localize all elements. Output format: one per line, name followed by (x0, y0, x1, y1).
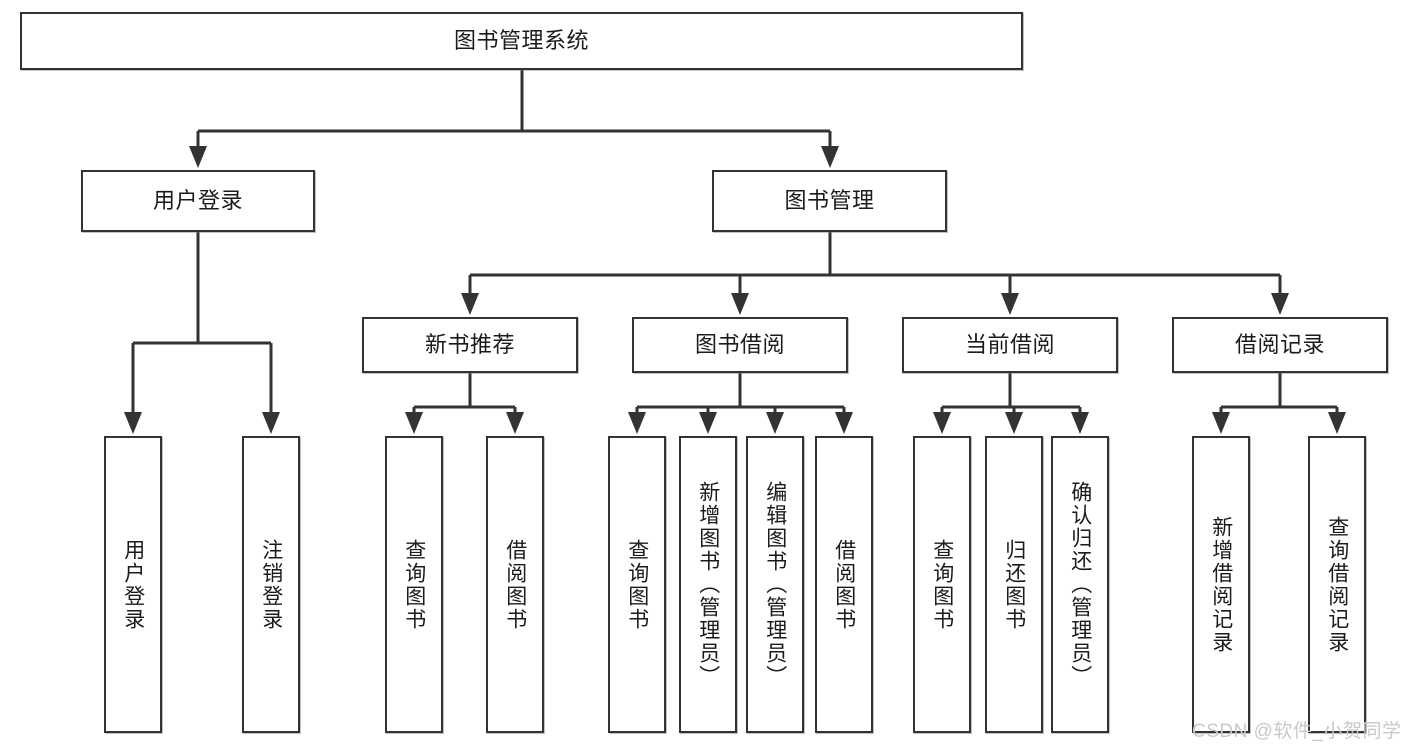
node-label: 新增借阅记录 (1209, 515, 1233, 654)
node-label: 编辑图书（管理员） (763, 481, 787, 688)
edge-arrowhead (1328, 412, 1346, 434)
edge-arrowhead (821, 146, 839, 168)
node-label: 新书推荐 (424, 332, 515, 358)
node-leaf-confirm-return[interactable]: 确认归还（管理员） (1051, 436, 1109, 733)
node-leaf-user-logout[interactable]: 注销登录 (242, 436, 300, 733)
edge-arrowhead (1071, 412, 1089, 434)
node-label: 借阅记录 (1234, 332, 1325, 358)
node-label: 借阅图书 (832, 538, 856, 631)
edge-arrowhead (189, 146, 207, 168)
node-label: 图书管理系统 (453, 28, 589, 54)
node-book-borrow[interactable]: 图书借阅 (632, 317, 848, 373)
node-label: 图书借阅 (694, 332, 785, 358)
node-label: 新增图书（管理员） (696, 481, 720, 688)
edge-arrowhead (1271, 293, 1289, 315)
node-leaf-return-book[interactable]: 归还图书 (985, 436, 1043, 733)
edge-arrowhead (262, 412, 280, 434)
node-label: 查询图书 (930, 538, 954, 631)
watermark: CSDN @软件_小贺同学 (1192, 721, 1402, 742)
edge-arrowhead (1005, 412, 1023, 434)
node-label: 图书管理 (784, 188, 875, 214)
edge-arrowhead (835, 412, 853, 434)
node-user-login[interactable]: 用户登录 (81, 170, 315, 232)
node-leaf-add-record[interactable]: 新增借阅记录 (1192, 436, 1250, 733)
node-label: 用户登录 (121, 538, 145, 631)
edge-arrowhead (628, 412, 646, 434)
node-leaf-borrow-book-2[interactable]: 借阅图书 (815, 436, 873, 733)
edge-arrowhead (405, 412, 423, 434)
node-leaf-query-book-1[interactable]: 查询图书 (385, 436, 443, 733)
node-leaf-query-book-3[interactable]: 查询图书 (913, 436, 971, 733)
node-label: 借阅图书 (503, 538, 527, 631)
edge-arrowhead (1001, 293, 1019, 315)
node-label: 当前借阅 (964, 332, 1055, 358)
edge-arrowhead (461, 293, 479, 315)
node-label: 查询借阅记录 (1325, 515, 1349, 654)
node-label: 查询图书 (402, 538, 426, 631)
node-leaf-query-record[interactable]: 查询借阅记录 (1308, 436, 1366, 733)
node-label: 注销登录 (259, 538, 283, 631)
node-book-manage[interactable]: 图书管理 (712, 170, 947, 232)
node-root[interactable]: 图书管理系统 (20, 12, 1023, 70)
node-leaf-query-book-2[interactable]: 查询图书 (608, 436, 666, 733)
edge-arrowhead (933, 412, 951, 434)
edge-arrowhead (506, 412, 524, 434)
node-new-book-rec[interactable]: 新书推荐 (362, 317, 578, 373)
node-current-borrow[interactable]: 当前借阅 (902, 317, 1118, 373)
edge-arrowhead (699, 412, 717, 434)
node-label: 归还图书 (1002, 538, 1026, 631)
edge-arrowhead (1212, 412, 1230, 434)
node-leaf-edit-book[interactable]: 编辑图书（管理员） (746, 436, 804, 733)
node-label: 确认归还（管理员） (1068, 481, 1092, 688)
node-leaf-user-login[interactable]: 用户登录 (104, 436, 162, 733)
edge-arrowhead (124, 412, 142, 434)
node-borrow-record[interactable]: 借阅记录 (1172, 317, 1388, 373)
node-leaf-borrow-book-1[interactable]: 借阅图书 (486, 436, 544, 733)
node-leaf-add-book[interactable]: 新增图书（管理员） (679, 436, 737, 733)
node-label: 用户登录 (152, 188, 243, 214)
edge-arrowhead (731, 293, 749, 315)
node-label: 查询图书 (625, 538, 649, 631)
edge-arrowhead (766, 412, 784, 434)
